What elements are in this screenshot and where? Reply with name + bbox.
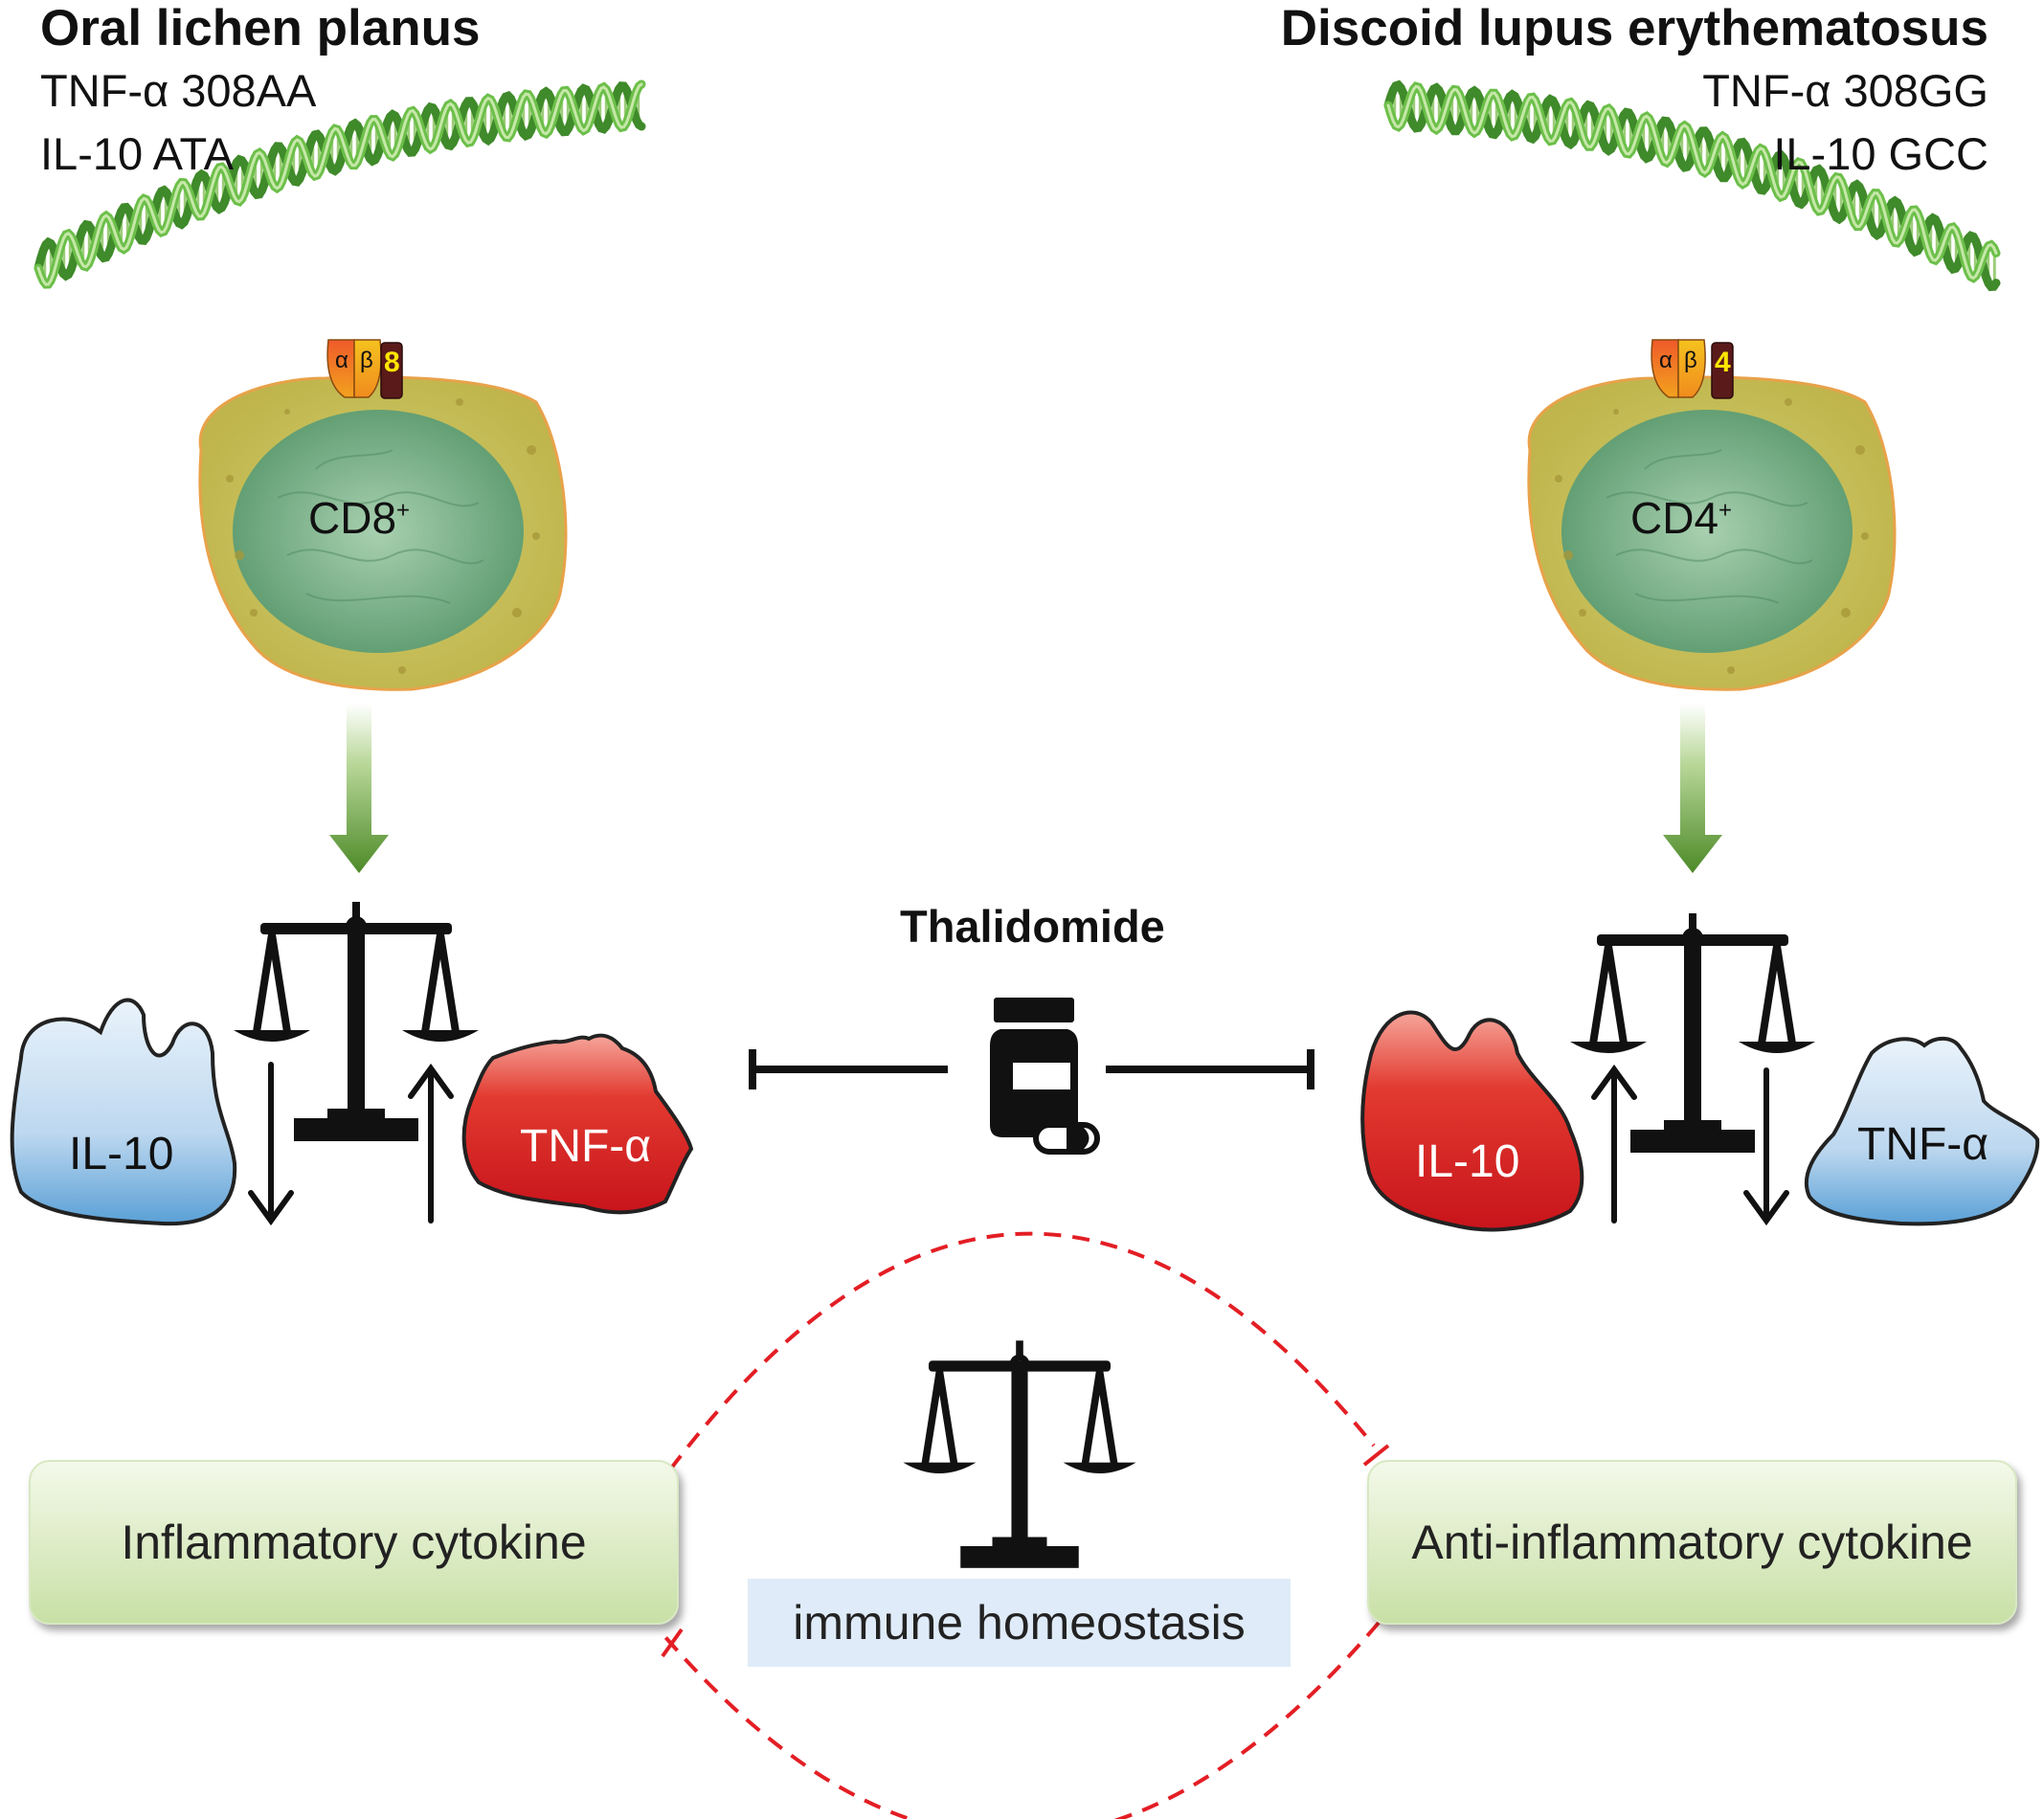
immune-homeostasis-label: immune homeostasis bbox=[748, 1579, 1291, 1667]
capsule-icon bbox=[1033, 1122, 1100, 1155]
dna-helix-icon bbox=[34, 79, 646, 289]
tnfa-blob-right bbox=[1804, 1036, 2040, 1226]
tcr-receptor-icon bbox=[326, 339, 403, 399]
tcr-receptor-icon bbox=[1651, 339, 1734, 399]
left-il10-label: IL-10 bbox=[69, 1129, 174, 1179]
down-arrow-icon bbox=[248, 1062, 294, 1226]
right-genotype-il10: IL-10 GCC bbox=[1773, 128, 1988, 179]
left-receptor-co: 8 bbox=[384, 347, 400, 378]
inhibit-tick bbox=[661, 1444, 1390, 1658]
il10-blob-left bbox=[10, 998, 237, 1226]
right-genotype-tnf: TNF-α 308GG bbox=[1702, 65, 1988, 116]
inhibit-line-right bbox=[1106, 1049, 1314, 1089]
drug-label: Thalidomide bbox=[900, 901, 1165, 952]
left-receptor-alpha: α bbox=[335, 348, 348, 373]
left-genotype-tnf: TNF-α 308AA bbox=[40, 65, 317, 116]
up-arrow-icon bbox=[1591, 1064, 1637, 1224]
anti-inflammatory-cytokine-box: Anti-inflammatory cytokine bbox=[1367, 1460, 2017, 1625]
pill-bottle-icon bbox=[990, 998, 1078, 1137]
right-receptor-alpha: α bbox=[1659, 348, 1673, 373]
right-receptor-beta: β bbox=[1684, 348, 1697, 373]
right-title: Discoid lupus erythematosus bbox=[1280, 0, 1988, 56]
homeostasis-loop bbox=[663, 1231, 1381, 1819]
up-arrow-icon bbox=[408, 1063, 454, 1224]
left-title: Oral lichen planus bbox=[40, 0, 481, 56]
right-cell-label: CD4+ bbox=[1630, 493, 1733, 543]
down-arrow-icon bbox=[1743, 1067, 1789, 1226]
tnfa-blob-left bbox=[461, 1033, 694, 1215]
green-down-arrow bbox=[329, 704, 389, 873]
green-down-arrow bbox=[1663, 704, 1722, 873]
left-genotype-il10: IL-10 ATA bbox=[40, 128, 235, 179]
right-tnfa-label: TNF-α bbox=[1857, 1119, 1989, 1170]
balance-scale-icon bbox=[1570, 913, 1815, 1153]
il10-blob-right bbox=[1360, 1010, 1584, 1232]
right-il10-label: IL-10 bbox=[1415, 1136, 1520, 1187]
t-cell-icon bbox=[1527, 375, 1897, 691]
left-receptor-beta: β bbox=[360, 348, 373, 373]
inflammatory-cytokine-box: Inflammatory cytokine bbox=[29, 1460, 679, 1625]
t-cell-icon bbox=[198, 375, 568, 691]
dna-helix-icon bbox=[1383, 79, 2001, 292]
inhibit-line-left bbox=[749, 1049, 948, 1089]
left-cell-label: CD8+ bbox=[308, 493, 411, 543]
left-tnfa-label: TNF-α bbox=[520, 1121, 652, 1172]
right-receptor-co: 4 bbox=[1715, 347, 1731, 378]
balance-scale-icon bbox=[903, 1340, 1135, 1568]
